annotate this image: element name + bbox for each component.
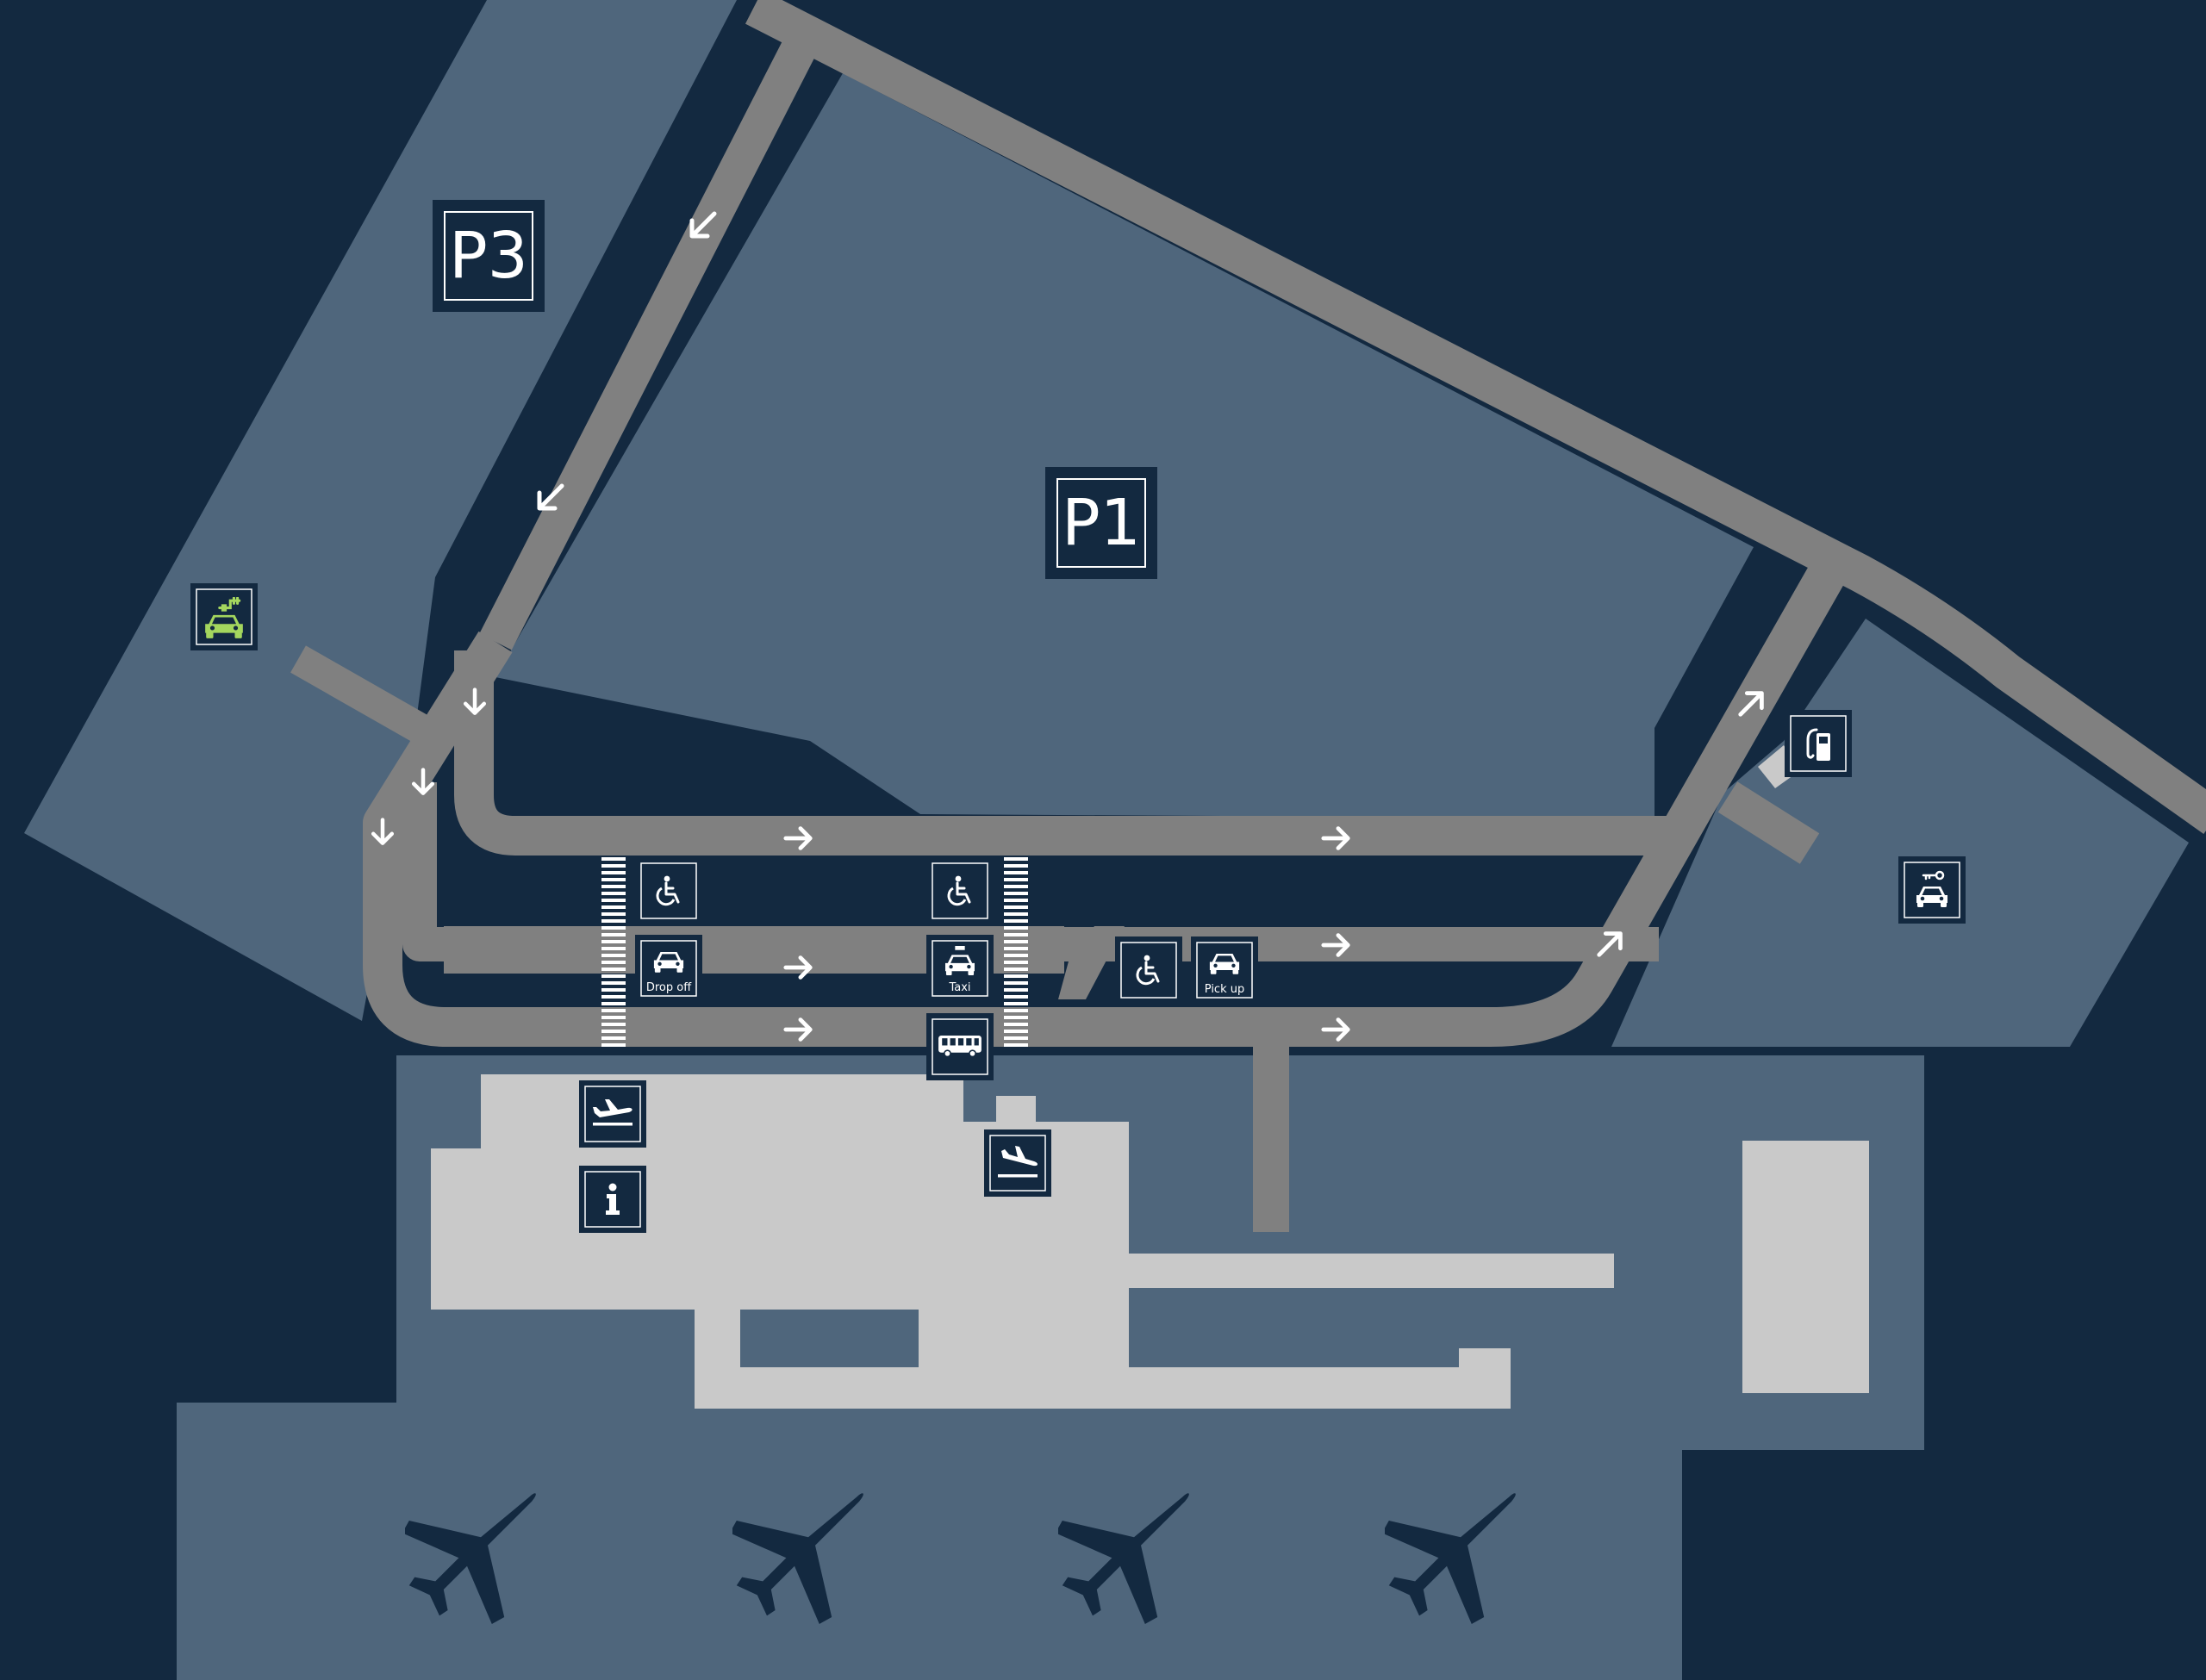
pick-up-caption: Pick up: [1205, 983, 1244, 996]
pick-up-sign[interactable]: Pick up: [1191, 936, 1258, 1004]
taxi-caption: Taxi: [948, 981, 970, 994]
zone-rental-fuel: [1611, 619, 2189, 1047]
drop-off-sign[interactable]: Drop off: [635, 935, 702, 1002]
bus-sign[interactable]: [926, 1013, 994, 1080]
crosswalks: [601, 857, 1028, 1047]
drop-off-caption: Drop off: [646, 981, 692, 994]
parking-sign-p3[interactable]: P3: [433, 200, 545, 312]
perimeter-road: [745, 0, 2206, 834]
pickup-lane-ramp: [1058, 926, 1125, 999]
p3-connector-road: [290, 645, 434, 746]
crosswalk-east: [1004, 857, 1028, 1047]
terminal-notch: [1458, 1288, 1614, 1348]
terminal-courtyard-west: [740, 1310, 919, 1367]
parking-sign-p1[interactable]: P1: [1045, 467, 1157, 579]
departures-sign[interactable]: [579, 1080, 646, 1148]
fuel-station-sign[interactable]: [1785, 710, 1852, 777]
accessible-parking-sign-east[interactable]: [1115, 936, 1182, 1004]
zone-p1: [491, 73, 1754, 818]
rental-road: [1717, 781, 1820, 864]
crosswalk-west: [601, 857, 626, 1047]
parking-exit-road: [454, 650, 1672, 856]
accessible-parking-sign-center[interactable]: [926, 857, 994, 924]
information-sign[interactable]: [579, 1166, 646, 1233]
taxi-sign[interactable]: Taxi: [926, 935, 994, 1002]
terminal-courtyard-east: [1129, 1288, 1459, 1367]
terminal-loop-road: [363, 561, 1846, 1047]
ev-charging-sign[interactable]: [190, 583, 258, 650]
zone-p3: [24, 0, 737, 1021]
accessible-parking-sign-west[interactable]: [635, 857, 702, 924]
parking-label-p3: P3: [449, 219, 528, 293]
car-rental-sign[interactable]: [1898, 856, 1966, 924]
annex-building: [1742, 1141, 1869, 1393]
arrivals-sign[interactable]: [984, 1129, 1051, 1197]
parking-label-p1: P1: [1062, 486, 1141, 560]
p1-access-road: [479, 22, 825, 650]
